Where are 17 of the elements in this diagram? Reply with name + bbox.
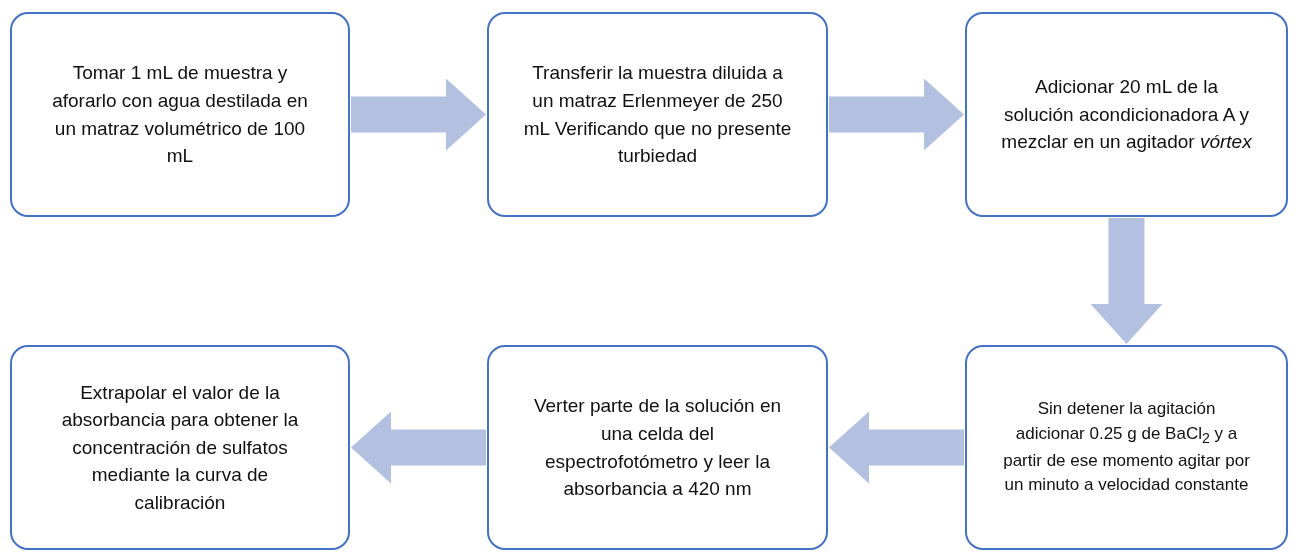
step-text: Verter parte de la solución en una celda del espectrofotómetro y leer la absorbancia a 420 nm — [532, 394, 783, 502]
step-text: Transferir la muestra diluida a un matraz Erlenmeyer de 250 mL Verificando que no presente turbiedad — [523, 61, 792, 169]
block-arrow — [351, 411, 486, 484]
step-text: Extrapolar el valor de la absorbancia para obtener la concentración de sulfatos mediante la curva de calibración — [60, 380, 300, 515]
step-text: Sin detener la agitación adicionar 0.25 g de BaCl$_{2}$ y a partir de ese momento agitar por un minuto a velocidad constante — [1002, 398, 1251, 497]
process-box — [487, 12, 828, 217]
block-arrow — [829, 411, 964, 484]
process-box — [10, 345, 350, 550]
process-box — [487, 345, 828, 550]
block-arrow — [829, 78, 964, 151]
process-box — [965, 345, 1288, 550]
step-text: Adicionar 20 mL de la solución acondicionadora A y mezclar en un agitador vórtex — [1001, 75, 1252, 155]
process-box — [10, 12, 350, 217]
process-box — [965, 12, 1288, 217]
block-arrow — [351, 78, 486, 151]
block-arrow — [1090, 218, 1163, 344]
step-text: Tomar 1 mL de muestra y aforarlo con agua destilada en un matraz volumétrico de 100 mL — [51, 61, 309, 169]
